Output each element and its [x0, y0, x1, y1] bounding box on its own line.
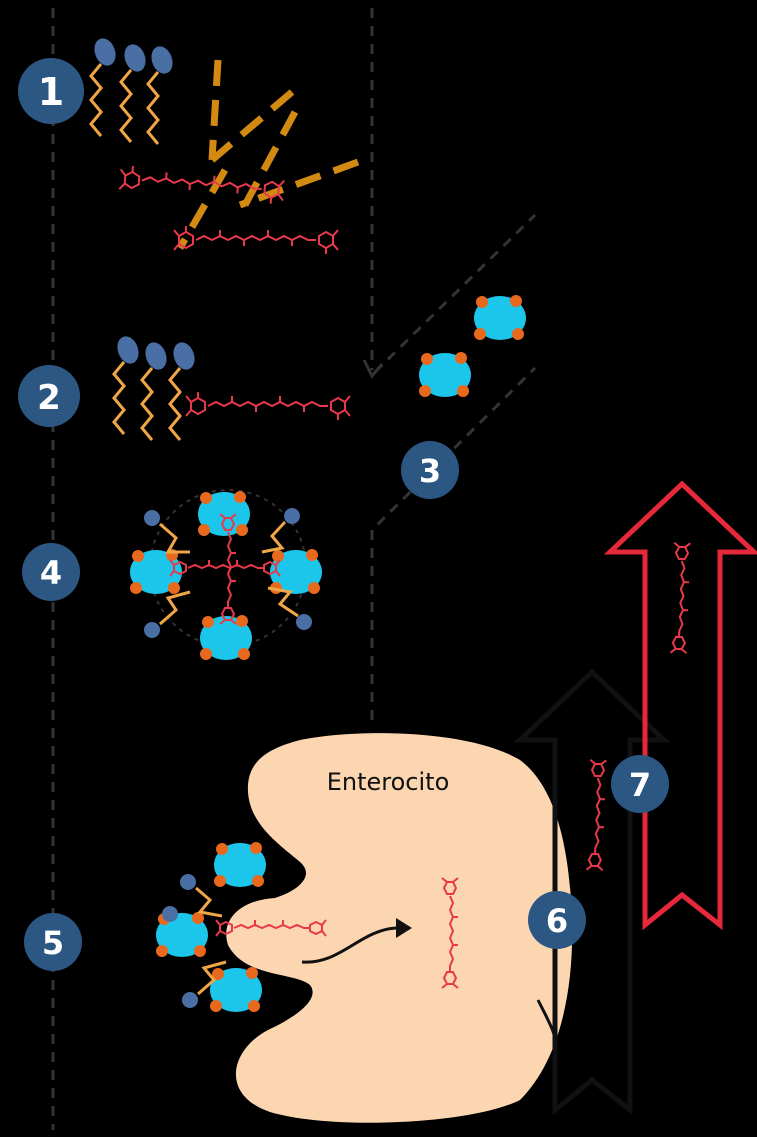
- step-badge-3: 3: [401, 441, 459, 499]
- svg-text:5: 5: [42, 924, 64, 962]
- flow-guide-upper: [373, 213, 537, 374]
- svg-text:2: 2: [37, 378, 61, 418]
- step-badge-2: 2: [18, 365, 80, 427]
- step2-lipids: [112, 331, 200, 442]
- lymph-pathway-arrow: [513, 668, 671, 1116]
- blood-pathway-arrow: [603, 480, 757, 931]
- bile-salt-icon: [419, 352, 471, 397]
- uptake-arrow-icon: [301, 926, 397, 964]
- carotenoid-icon: [669, 541, 692, 655]
- step-badge-6: 6: [528, 891, 586, 949]
- carotenoid-icon: [185, 391, 351, 421]
- docking-micelle: [156, 842, 327, 1012]
- mixed-micelle-icon: [130, 489, 322, 660]
- svg-text:1: 1: [38, 70, 64, 114]
- carotenoid-icon: [173, 225, 339, 255]
- enterocyte-label: Enterocito: [327, 768, 450, 796]
- step1-lipids: [89, 33, 178, 146]
- step-badge-5: 5: [24, 913, 82, 971]
- svg-text:3: 3: [419, 452, 441, 490]
- svg-text:4: 4: [40, 554, 62, 592]
- step-badge-4: 4: [22, 543, 80, 601]
- carotenoid-icon: [585, 758, 608, 872]
- flow-guide-lower: [370, 366, 537, 720]
- uptake-arrowhead-icon: [396, 918, 412, 938]
- step-badge-7: 7: [611, 755, 669, 813]
- svg-text:6: 6: [546, 902, 568, 940]
- svg-text:7: 7: [629, 766, 651, 804]
- step-badge-1: 1: [18, 58, 84, 124]
- lipase-enzyme-icon: [176, 59, 360, 250]
- bile-salt-icon: [474, 295, 526, 340]
- enterocyte-edge: [536, 999, 557, 1051]
